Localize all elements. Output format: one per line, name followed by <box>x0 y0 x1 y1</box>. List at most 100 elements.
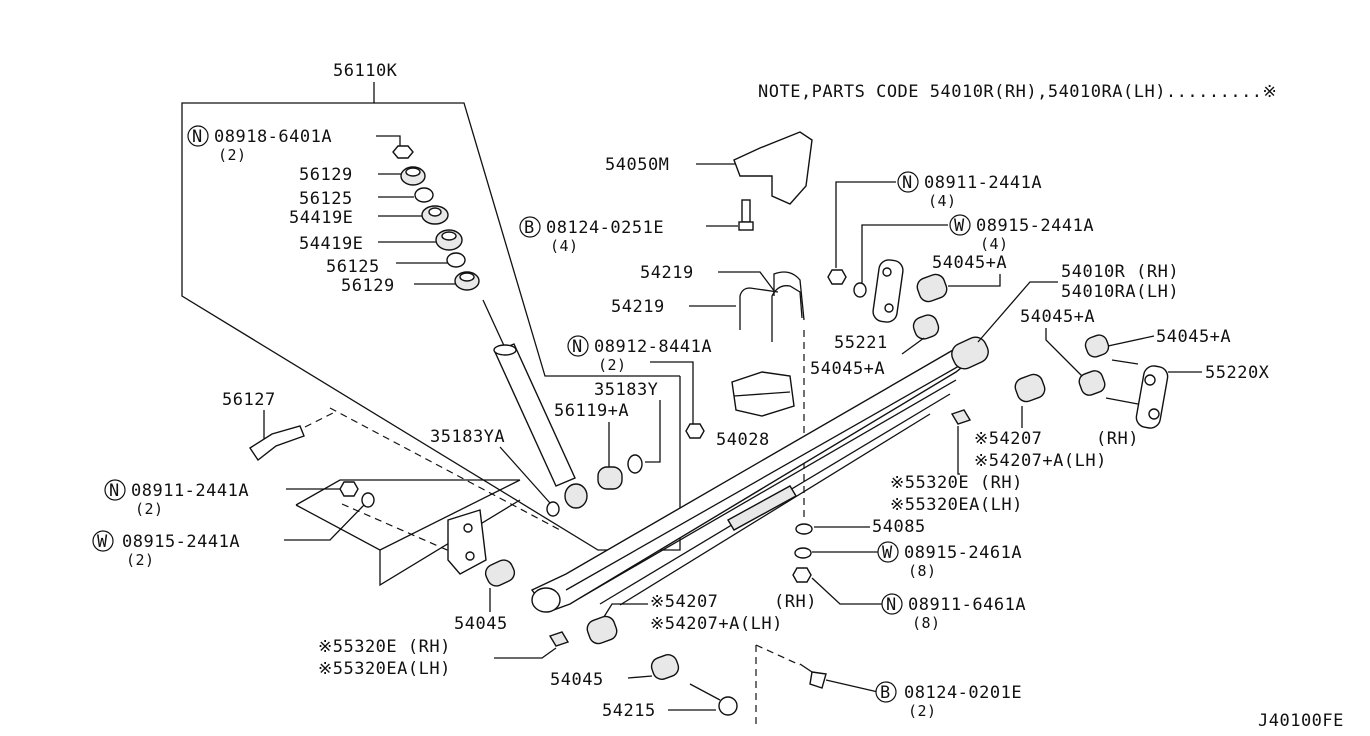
callout-54219-a[interactable]: 54219 <box>640 263 694 283</box>
callout-54207-rear[interactable]: ※54207 <box>974 429 1042 449</box>
leader <box>284 504 365 541</box>
callout-54207A-rear[interactable]: ※54207+A(LH) <box>974 451 1107 471</box>
callout-08911-2441A-top[interactable]: 08911-2441A <box>924 173 1042 193</box>
callout-08915-2441A-left[interactable]: 08915-2441A <box>122 532 240 552</box>
washer-35183Y <box>627 454 643 474</box>
clip-55320E-rear <box>950 409 972 425</box>
washer-08915-top <box>853 282 867 298</box>
callout-55221[interactable]: 55221 <box>834 333 888 353</box>
bracket-54050M <box>733 131 813 205</box>
washer-56125-b <box>446 252 466 268</box>
shackle-hole <box>1144 374 1156 386</box>
leader <box>861 224 948 284</box>
group-bracket-right <box>374 102 680 377</box>
callout-54419E-b[interactable]: 54419E <box>299 234 363 254</box>
n-marker-label: N <box>886 595 897 615</box>
qty-08911-2441A-left: (2) <box>135 500 164 518</box>
callout-54045A-1[interactable]: 54045+A <box>932 253 1007 273</box>
callout-56127[interactable]: 56127 <box>222 390 276 410</box>
nut-08911-6461A <box>792 567 812 583</box>
bolt-head-54215 <box>718 696 738 716</box>
callout-55320E-front[interactable]: ※55320E (RH) <box>318 637 451 657</box>
bracket-hole <box>463 523 473 533</box>
spring-eye-rear <box>951 336 989 370</box>
nut-08912 <box>685 423 705 439</box>
callout-54050M[interactable]: 54050M <box>605 155 669 175</box>
bushing-54045A-2 <box>1084 334 1110 358</box>
leaf-line <box>565 361 967 591</box>
diagram-code: J40100FE <box>1258 711 1344 731</box>
bracket-hole <box>465 551 475 561</box>
clip-55320E-front <box>548 631 570 647</box>
n-marker-label: N <box>109 481 120 501</box>
bushing-54045A-4 <box>912 314 940 340</box>
n-marker <box>567 335 589 357</box>
callout-55320EA-rear[interactable]: ※55320EA(LH) <box>890 495 1023 515</box>
callout-08124-0201E[interactable]: 08124-0201E <box>904 683 1022 703</box>
bushing-54045A-3 <box>1078 370 1106 396</box>
callout-55320EA-front[interactable]: ※55320EA(LH) <box>318 659 451 679</box>
callout-56129-a[interactable]: 56129 <box>299 165 353 185</box>
shock-absorber-group: 56110K N 08918-6401A (2) 56129 56125 544… <box>181 61 712 551</box>
qty-08915-2461A: (8) <box>908 562 937 580</box>
callout-56119A[interactable]: 56119+A <box>554 401 629 421</box>
callout-54045-b[interactable]: 54045 <box>550 670 604 690</box>
callout-54085[interactable]: 54085 <box>872 517 926 537</box>
u-bolt-54219-b <box>771 285 803 342</box>
callout-55320E-rear[interactable]: ※55320E (RH) <box>890 473 1023 493</box>
n-marker-label: N <box>902 173 913 193</box>
callout-55220X[interactable]: 55220X <box>1205 363 1270 383</box>
callout-54215[interactable]: 54215 <box>602 701 656 721</box>
callout-35183Y[interactable]: 35183Y <box>594 380 658 400</box>
callout-08124-0251E[interactable]: 08124-0251E <box>546 218 664 238</box>
frame-bracket <box>447 509 487 575</box>
callout-54207-front[interactable]: ※54207 <box>650 592 718 612</box>
b-marker-label: B <box>880 683 891 703</box>
shackle-pin <box>1111 359 1139 365</box>
callout-08918-6401A[interactable]: 08918-6401A <box>214 127 332 147</box>
callout-54045A-3[interactable]: 54045+A <box>1156 327 1231 347</box>
leader <box>645 400 661 463</box>
leader <box>650 361 694 424</box>
shackle-55220X <box>1135 365 1169 429</box>
callout-54045A-2[interactable]: 54045+A <box>1020 307 1095 327</box>
b-marker <box>519 216 541 238</box>
washer-35183YA <box>546 501 560 517</box>
bushing-54045-b <box>650 654 680 680</box>
callout-08915-2461A[interactable]: 08915-2461A <box>904 543 1022 563</box>
bushing-54207-rear <box>1014 373 1046 403</box>
callout-56110K[interactable]: 56110K <box>333 61 398 81</box>
callout-56125-b[interactable]: 56125 <box>326 257 380 277</box>
callout-54045-a[interactable]: 54045 <box>454 614 508 634</box>
washer-08915-left <box>361 492 375 508</box>
callout-54219-b[interactable]: 54219 <box>611 297 665 317</box>
callout-35183YA[interactable]: 35183YA <box>430 427 505 447</box>
w-marker-label: W <box>954 216 965 236</box>
shackle-plate-55221 <box>872 259 904 323</box>
w-marker <box>949 214 971 236</box>
qty-08124-0251E: (4) <box>550 237 579 255</box>
qty-08124-0201E: (2) <box>908 702 937 720</box>
w-marker <box>877 541 899 563</box>
callout-54010RA[interactable]: 54010RA(LH) <box>1061 282 1179 302</box>
leaf-spring-group: 54010R (RH) 54010RA(LH) <box>530 262 1179 613</box>
nut-08911-left <box>339 481 359 497</box>
callout-54010R[interactable]: 54010R (RH) <box>1061 262 1179 282</box>
callout-54045A-4[interactable]: 54045+A <box>810 359 885 379</box>
callout-08911-6461A[interactable]: 08911-6461A <box>908 595 1026 615</box>
bumper-56127 <box>249 425 305 462</box>
b-marker <box>875 681 897 703</box>
leader <box>957 426 960 475</box>
callout-54207A-front[interactable]: ※54207+A(LH) <box>650 614 783 634</box>
callout-56125-a[interactable]: 56125 <box>299 189 353 209</box>
callout-56129-b[interactable]: 56129 <box>341 276 395 296</box>
callout-54028[interactable]: 54028 <box>716 430 770 450</box>
leader <box>825 679 879 693</box>
n-marker <box>104 479 126 501</box>
callout-08912-8441A[interactable]: 08912-8441A <box>594 337 712 357</box>
callout-08911-2441A-left[interactable]: 08911-2441A <box>131 481 249 501</box>
shackle-hole <box>884 303 894 313</box>
callout-08915-2441A-top[interactable]: 08915-2441A <box>976 216 1094 236</box>
callout-54419E-a[interactable]: 54419E <box>289 208 353 228</box>
bushing-56119A <box>597 466 623 490</box>
